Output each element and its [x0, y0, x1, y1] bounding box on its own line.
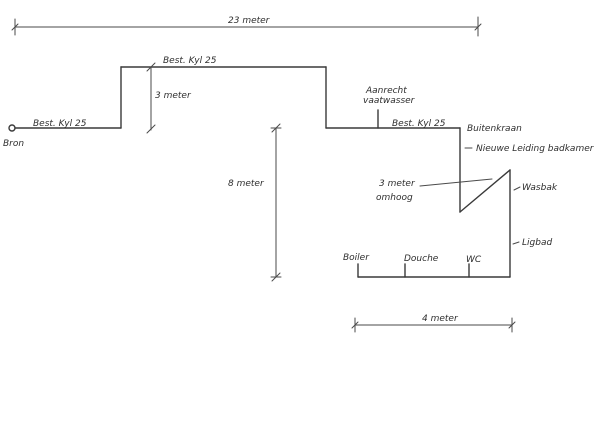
label-pipe-top: Best. Kyl 25	[163, 56, 217, 66]
label-wc: WC	[466, 255, 482, 265]
leader-wasbak	[513, 186, 521, 191]
main-pipe-route	[8, 66, 511, 278]
leader-ligbad	[512, 241, 520, 245]
dimension-slash-drop-top	[271, 123, 281, 133]
label-drop: 8 meter	[228, 179, 265, 189]
label-dim-bottom: 4 meter	[422, 314, 459, 324]
new-line-diagonal	[459, 169, 511, 213]
label-omhoog: omhoog	[376, 193, 413, 203]
label-pipe-right: Best. Kyl 25	[392, 119, 446, 129]
leader-omhoog	[419, 178, 493, 187]
label-boiler: Boiler	[343, 253, 370, 263]
dimension-slash-left	[11, 23, 19, 31]
label-vaatwasser: vaatwasser	[363, 96, 416, 106]
dimension-23-meter: 23 meter	[11, 16, 482, 37]
dimension-3-meter-rise: 3 meter	[146, 62, 192, 134]
label-douche: Douche	[404, 254, 439, 264]
label-wasbak: Wasbak	[522, 183, 558, 193]
label-dim-top: 23 meter	[228, 16, 271, 26]
label-bron: Bron	[3, 139, 24, 149]
label-ligbad: Ligbad	[522, 238, 552, 248]
dimension-slash-rise-bottom	[146, 124, 156, 134]
label-pipe-left: Best. Kyl 25	[33, 119, 87, 129]
source-point	[8, 124, 16, 132]
dimension-slash-bottom-right	[508, 321, 516, 329]
dimension-4-meter: 4 meter	[351, 314, 516, 333]
label-rise: 3 meter	[155, 91, 192, 101]
dimension-slash-bottom-left	[351, 321, 359, 329]
label-nieuwe-leiding: Nieuwe Leiding badkamer	[476, 144, 595, 154]
label-aanrecht: Aanrecht	[365, 86, 407, 96]
label-3-meter-omhoog: 3 meter	[379, 179, 416, 189]
dimension-slash-drop-bottom	[271, 272, 281, 282]
dimension-8-meter: 8 meter	[228, 123, 282, 282]
dimension-slash-right	[474, 23, 482, 31]
label-buitenkraan: Buitenkraan	[467, 124, 522, 134]
dimension-slash-rise-top	[146, 62, 156, 72]
